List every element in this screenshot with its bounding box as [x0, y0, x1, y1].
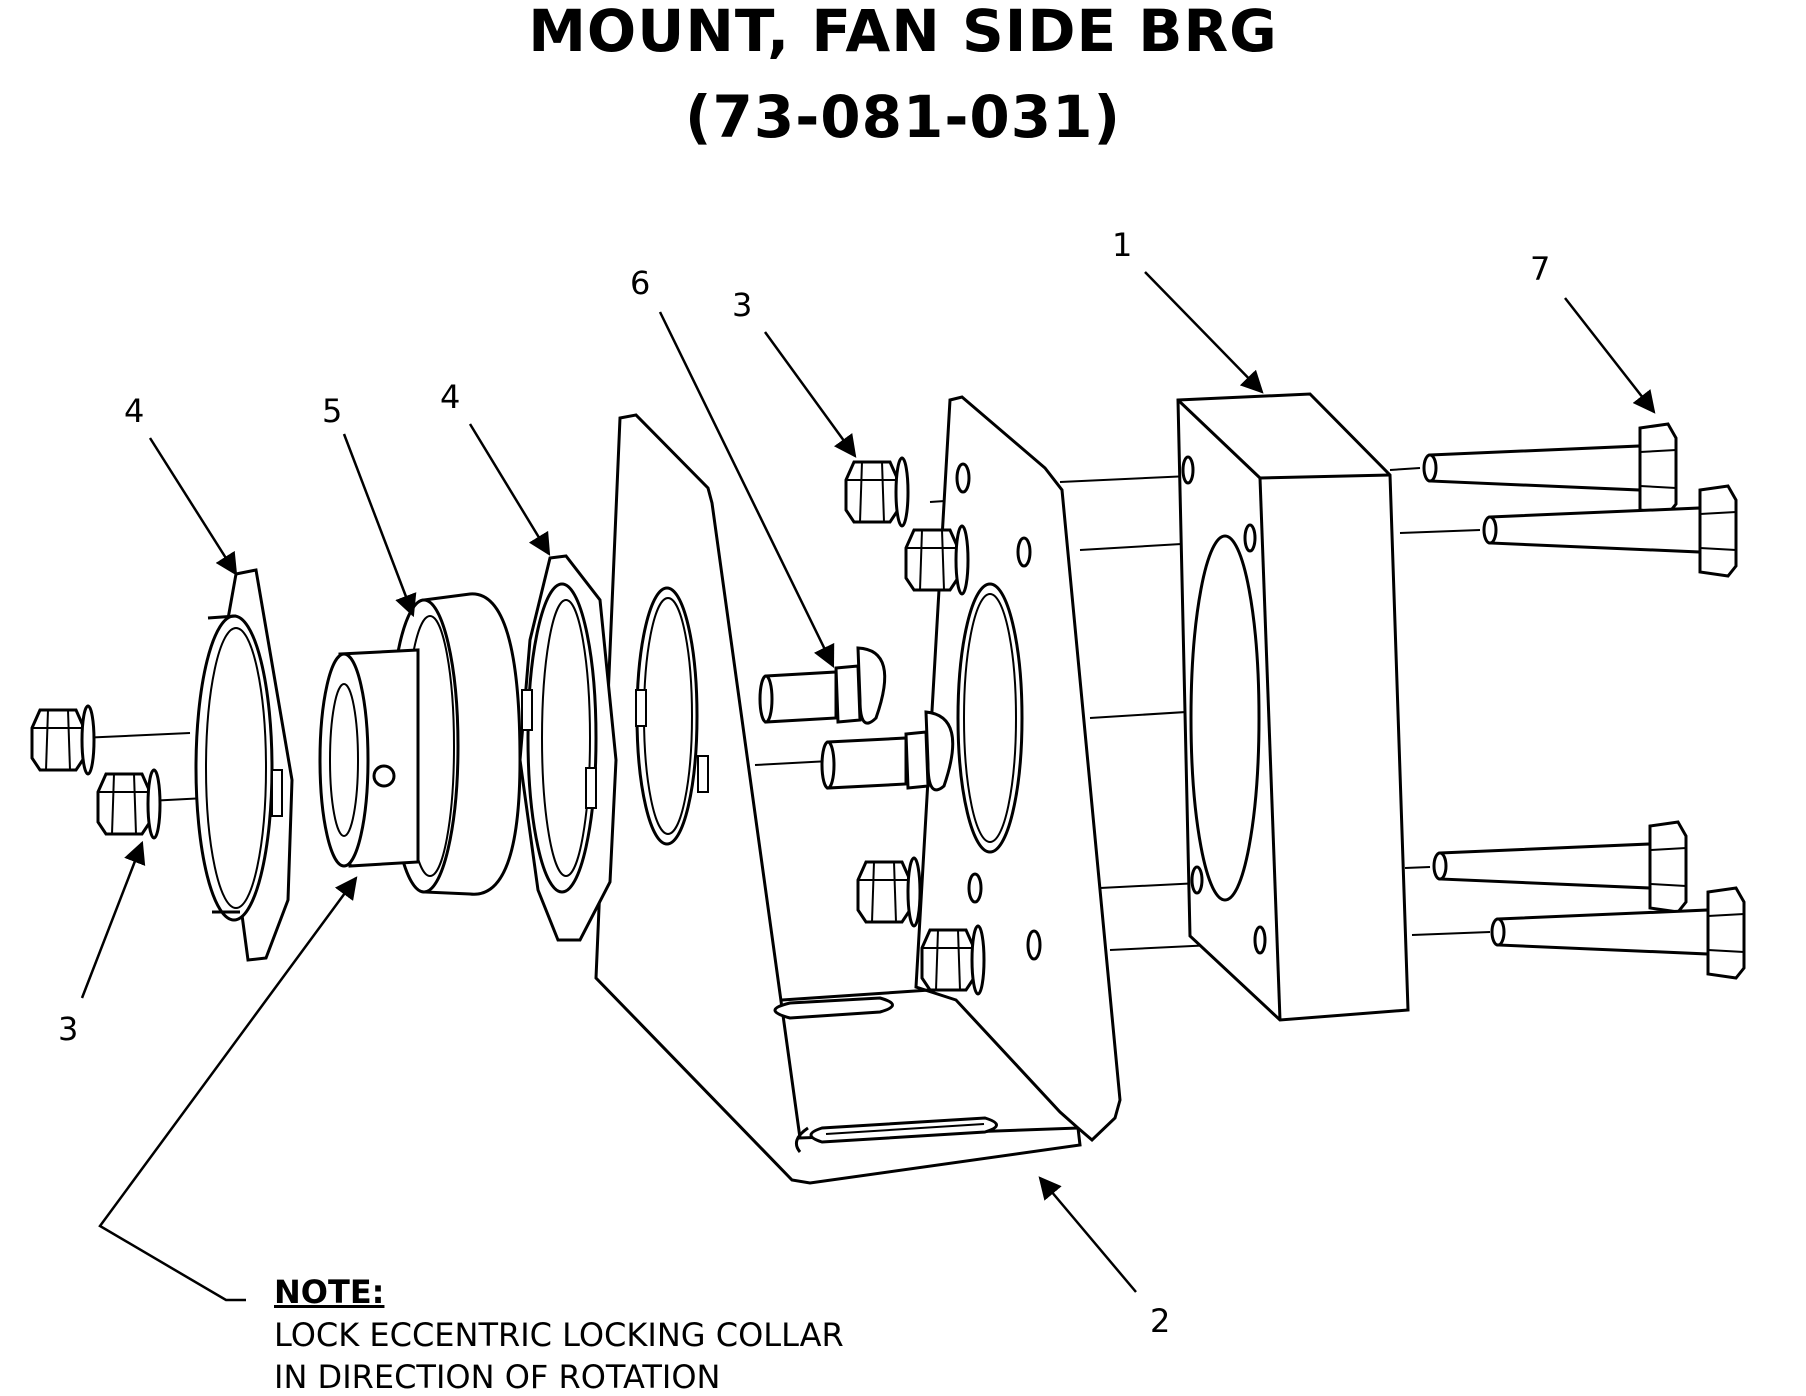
callout-5: 5 — [322, 392, 342, 430]
leader-3-top — [763, 331, 857, 458]
callout-1: 1 — [1112, 226, 1132, 264]
callout-2: 2 — [1150, 1302, 1170, 1340]
leader-4-left — [148, 437, 238, 576]
leader-note — [98, 876, 358, 1302]
part-6-carriage-bolts — [758, 646, 955, 792]
note-line-2: IN DIRECTION OF ROTATION — [274, 1358, 721, 1396]
callout-7: 7 — [1530, 250, 1550, 288]
drawing-title: MOUNT, FAN SIDE BRG — [528, 0, 1278, 65]
callout-4-left: 4 — [124, 392, 144, 430]
callout-3-top: 3 — [732, 286, 752, 324]
leader-lines — [80, 271, 1656, 1302]
leader-5 — [342, 433, 417, 618]
part-4-right-flange — [518, 554, 709, 942]
callout-3-bottom: 3 — [58, 1010, 78, 1048]
leader-2 — [1038, 1176, 1137, 1293]
note-heading: NOTE: — [274, 1273, 385, 1311]
leader-1 — [1144, 271, 1264, 394]
leader-4-right — [468, 423, 551, 556]
leader-7 — [1564, 297, 1656, 414]
note-line-1: LOCK ECCENTRIC LOCKING COLLAR — [274, 1316, 844, 1354]
callout-6: 6 — [630, 264, 650, 302]
part-1-spacer-block — [1176, 392, 1410, 1022]
part-5-bearing — [318, 592, 522, 896]
leader-3-bottom — [80, 840, 146, 999]
callout-4-right: 4 — [440, 378, 460, 416]
part-4-left-flange — [194, 568, 294, 962]
leader-6 — [658, 311, 835, 669]
part-number: (73-081-031) — [684, 83, 1121, 151]
part-7-bolts — [1422, 422, 1746, 980]
